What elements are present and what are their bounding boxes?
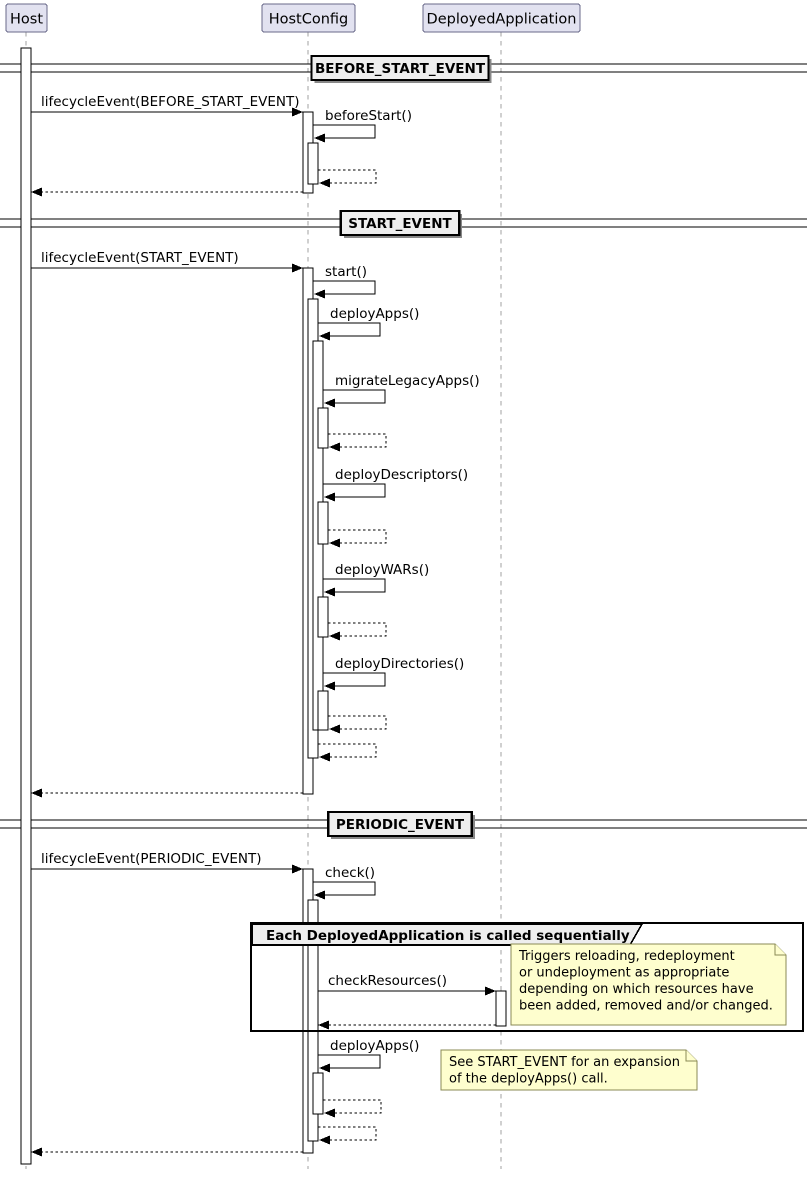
divider-label-2: PERIODIC_EVENT — [336, 817, 465, 833]
note-checkresources-body — [510, 943, 787, 1026]
activation-bar-da-checkresources — [495, 990, 507, 1027]
message-7-label: migrateLegacyApps() — [335, 373, 480, 389]
note-deployapps-fold-icon — [685, 1050, 697, 1062]
message-7-arrowhead — [324, 398, 335, 408]
message-13-arrowhead — [324, 681, 335, 691]
message-5-path — [313, 280, 376, 295]
activation-bar-hc-before-start-self — [307, 142, 319, 185]
message-20-arrowhead — [318, 1020, 329, 1030]
participant-box-host[interactable] — [5, 3, 48, 33]
message-6-label: deployApps() — [330, 306, 419, 322]
note-deployapps-line-1: of the deployApps() call. — [449, 1072, 608, 1087]
activation-bar-hc-migrate-self — [317, 407, 329, 449]
message-17-label: lifecycleEvent(PERIODIC_EVENT) — [41, 851, 262, 867]
message-1-path — [313, 124, 376, 139]
activation-bar-hc-directories-self — [317, 690, 329, 731]
participant-box-deployedapplication[interactable] — [422, 3, 581, 33]
participant-label-deployedapplication: DeployedApplication — [427, 12, 577, 28]
message-13-label: deployDirectories() — [335, 656, 464, 672]
message-19-arrowhead — [485, 986, 496, 996]
message-11-path — [323, 578, 386, 593]
group-title-0: Each DeployedApplication is called seque… — [266, 928, 630, 944]
activation-bar-hc-descriptors-self — [317, 501, 329, 545]
message-24-arrowhead — [31, 1147, 42, 1157]
message-21-label: deployApps() — [330, 1038, 419, 1054]
message-5-label: start() — [325, 264, 367, 280]
message-10-arrowhead — [329, 538, 340, 548]
message-21-path — [318, 1054, 381, 1069]
activation-bar-hc-check-self — [307, 899, 319, 1142]
lifelines-layer — [25, 32, 502, 1169]
notes-layer: Triggers reloading, redeployment or undep… — [440, 943, 787, 1091]
activation-bar-hc-wars-self — [317, 596, 329, 638]
message-18-label: check() — [325, 865, 375, 881]
message-21-arrowhead — [319, 1063, 330, 1073]
note-deployapps-body — [440, 1049, 698, 1091]
activations-layer — [20, 47, 507, 1165]
participant-label-host: Host — [10, 12, 43, 28]
messages-layer: lifecycleEvent(BEFORE_START_EVENT)before… — [31, 94, 496, 1157]
activation-bar-host-main — [20, 47, 32, 1165]
message-5-arrowhead — [314, 289, 325, 299]
note-checkresources-line-3: been added, removed and/or changed. — [519, 999, 773, 1014]
message-7-path — [323, 389, 386, 404]
message-9-path — [323, 483, 386, 498]
message-15-arrowhead — [319, 752, 330, 762]
message-0-arrowhead — [292, 107, 303, 117]
note-checkresources-line-2: depending on which resources have — [519, 982, 754, 997]
message-18-path — [313, 881, 376, 896]
message-19-label: checkResources() — [328, 973, 447, 989]
message-16-arrowhead — [31, 788, 42, 798]
participants-layer: Host HostConfig DeployedApplication — [5, 3, 581, 33]
message-8-arrowhead — [329, 442, 340, 452]
message-6-path — [318, 322, 381, 337]
message-3-arrowhead — [31, 187, 42, 197]
groups-layer: Each DeployedApplication is called seque… — [249, 921, 805, 1033]
message-17-arrowhead — [292, 864, 303, 874]
participant-box-hostconfig[interactable] — [261, 3, 356, 33]
message-1-arrowhead — [314, 133, 325, 143]
group-box-0 — [249, 921, 805, 1033]
message-12-arrowhead — [329, 631, 340, 641]
message-9-label: deployDescriptors() — [335, 467, 468, 483]
message-13-path — [323, 672, 386, 687]
message-14-arrowhead — [329, 724, 340, 734]
message-2-arrowhead — [319, 178, 330, 188]
dividers-layer: BEFORE_START_EVENT START_EVENT PERIODIC_EV… — [0, 54, 807, 839]
message-1-label: beforeStart() — [325, 108, 412, 124]
divider-box-1 — [339, 209, 461, 237]
message-6-arrowhead — [319, 331, 330, 341]
note-checkresources-line-1: or undeployment as appropriate — [519, 966, 729, 981]
message-11-arrowhead — [324, 587, 335, 597]
divider-box-0 — [310, 54, 490, 82]
divider-box-2 — [327, 810, 473, 838]
message-4-arrowhead — [292, 263, 303, 273]
note-checkresources-fold-icon — [774, 944, 786, 956]
message-9-arrowhead — [324, 492, 335, 502]
activation-bar-hc-periodic-deployapps-self — [312, 1072, 324, 1115]
message-0-label: lifecycleEvent(BEFORE_START_EVENT) — [41, 94, 300, 110]
divider-label-1: START_EVENT — [348, 216, 452, 232]
message-11-label: deployWARs() — [335, 562, 429, 578]
note-deployapps-line-0: See START_EVENT for an expansion — [449, 1055, 680, 1070]
note-checkresources-line-0: Triggers reloading, redeployment — [518, 949, 735, 964]
message-22-arrowhead — [324, 1108, 335, 1118]
participant-label-hostconfig: HostConfig — [269, 12, 349, 28]
message-4-label: lifecycleEvent(START_EVENT) — [41, 250, 239, 266]
message-23-arrowhead — [319, 1135, 330, 1145]
divider-label-0: BEFORE_START_EVENT — [315, 61, 486, 77]
message-18-arrowhead — [314, 890, 325, 900]
